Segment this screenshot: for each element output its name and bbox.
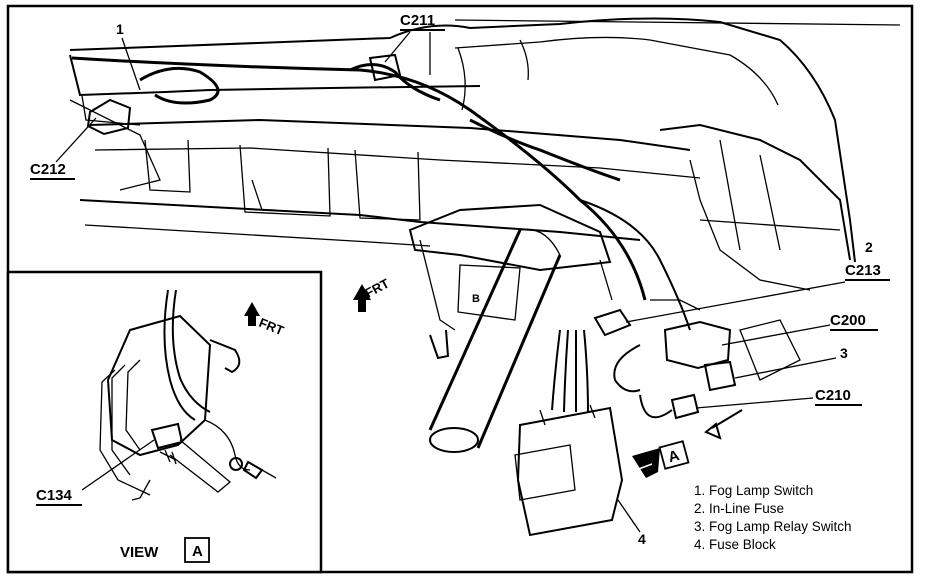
callout-number-1: 1	[116, 21, 124, 37]
view-a-arrow: A	[632, 440, 690, 478]
callout-c210: C210	[815, 387, 851, 404]
view-a-inset: FRT C134 VIEW A	[6, 270, 323, 574]
callout-number-3: 3	[840, 345, 848, 361]
callout-c134: C134	[36, 487, 73, 504]
instrument-panel-drawing: B	[69, 17, 856, 537]
front-direction-arrow: FRT	[353, 276, 392, 312]
view-letter: A	[192, 543, 203, 560]
callout-number-4: 4	[638, 531, 646, 547]
legend-item-1: 1. Fog Lamp Switch	[694, 483, 813, 498]
legend: 1. Fog Lamp Switch 2. In-Line Fuse 3. Fo…	[694, 483, 852, 552]
view-a-arrow-letter: A	[666, 447, 681, 466]
front-label-main: FRT	[362, 276, 391, 301]
callout-number-2: 2	[865, 239, 873, 255]
legend-item-2: 2. In-Line Fuse	[694, 501, 784, 516]
callout-c211: C211	[400, 12, 435, 29]
callout-c213: C213	[845, 262, 881, 279]
legend-item-3: 3. Fog Lamp Relay Switch	[694, 519, 852, 534]
legend-item-4: 4. Fuse Block	[694, 537, 776, 552]
callouts: 1 C211 C212 2 C213 C200 3 C210 4	[30, 12, 901, 547]
callout-c212: C212	[30, 161, 66, 178]
view-letter-box	[184, 537, 210, 563]
view-label: VIEW	[120, 544, 159, 561]
svg-text:B: B	[472, 293, 480, 305]
callout-c200: C200	[830, 312, 866, 329]
